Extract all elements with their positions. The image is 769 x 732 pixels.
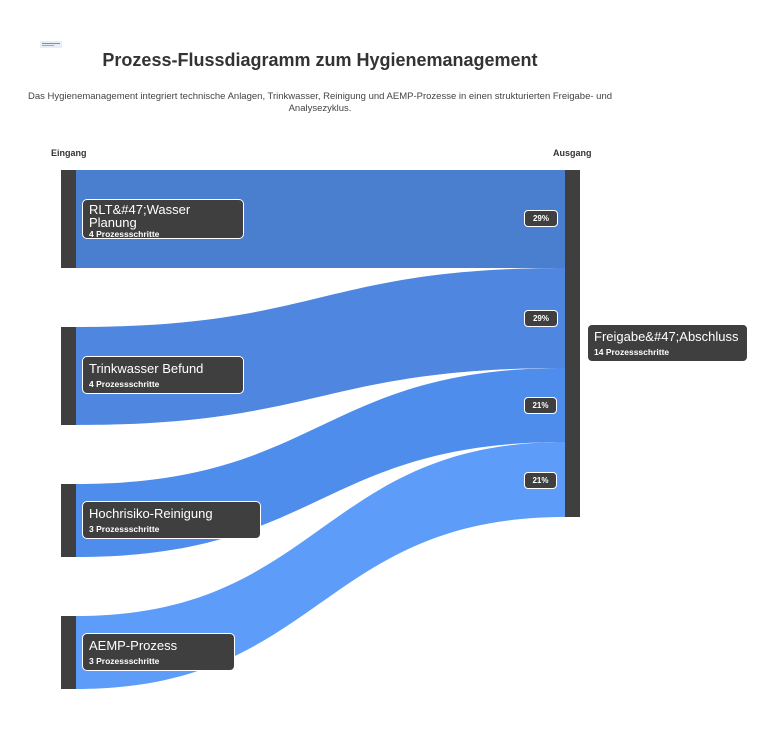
source-steps: 3 Prozessschritte (89, 524, 160, 534)
source-steps: 3 Prozessschritte (89, 656, 160, 666)
output-column-header: Ausgang (553, 148, 592, 158)
source-name: Trinkwasser Befund (89, 361, 204, 376)
source-label-trinkwasser: Trinkwasser Befund 4 Prozessschritte (82, 356, 244, 394)
logo (40, 41, 62, 48)
percent-badge-trinkwasser: 29% (524, 310, 558, 327)
source-label-hochrisiko: Hochrisiko-Reinigung 3 Prozessschritte (82, 501, 261, 539)
input-column-header: Eingang (51, 148, 87, 158)
source-node-trinkwasser[interactable] (61, 327, 76, 425)
source-name: RLT&#47;Wasser Planung (89, 202, 191, 230)
source-node-aemp[interactable] (61, 616, 76, 689)
target-label-freigabe: Freigabe&#47;Abschluss 14 Prozessschritt… (587, 324, 748, 362)
percent-badge-hochrisiko: 21% (524, 397, 557, 414)
source-name: AEMP-Prozess (89, 638, 178, 653)
source-steps: 4 Prozessschritte (89, 229, 160, 239)
source-node-rlt-wasser[interactable] (61, 170, 76, 268)
target-name: Freigabe&#47;Abschluss (594, 329, 739, 344)
source-node-hochrisiko[interactable] (61, 484, 76, 557)
percent-badge-rlt-wasser: 29% (524, 210, 558, 227)
source-name: Hochrisiko-Reinigung (89, 506, 213, 521)
page-subtitle: Das Hygienemanagement integriert technis… (27, 91, 613, 114)
source-label-aemp: AEMP-Prozess 3 Prozessschritte (82, 633, 235, 671)
target-steps: 14 Prozessschritte (594, 347, 670, 357)
source-label-rlt-wasser: RLT&#47;Wasser Planung 4 Prozessschritte (82, 199, 244, 239)
page-title: Prozess-Flussdiagramm zum Hygienemanagem… (102, 50, 538, 70)
percent-badge-aemp: 21% (524, 472, 557, 489)
source-steps: 4 Prozessschritte (89, 379, 160, 389)
flow-aemp[interactable] (76, 442, 565, 689)
flow-rlt-wasser[interactable] (76, 170, 565, 268)
target-node-freigabe[interactable] (565, 170, 580, 517)
